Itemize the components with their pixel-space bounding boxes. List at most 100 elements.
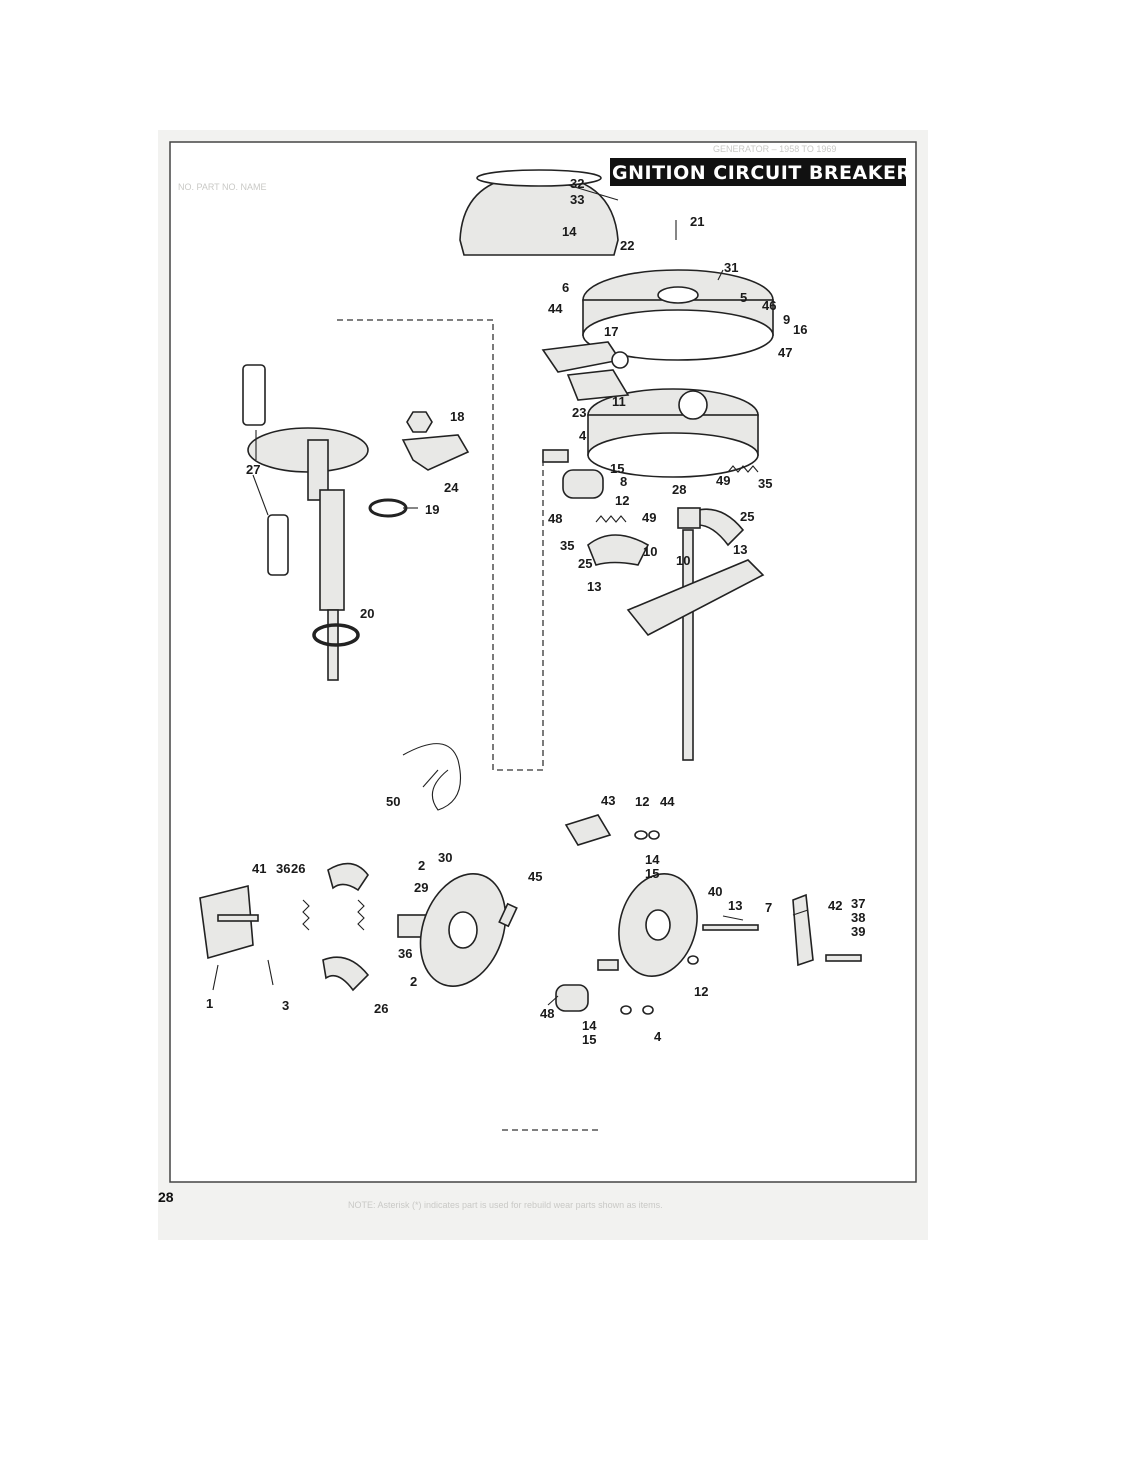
callout-6: 6 [562,280,569,295]
weight-lower [322,956,370,992]
callout-1: 1 [206,996,213,1011]
callout-23: 23 [572,405,586,420]
cam [677,507,701,529]
callout-27: 27 [246,462,260,477]
gasket [312,623,360,647]
scanned-page: GENERATOR – 1958 TO 1969 NO. PART NO. NA… [158,130,928,1240]
callout-13: 13 [733,542,747,557]
callout-20: 20 [360,606,374,621]
screw-7 [702,924,759,931]
main-shaft [682,529,694,761]
callout-15: 15 [582,1032,596,1047]
callout-14: 14 [582,1018,597,1033]
contact-set [564,814,612,846]
nut [406,411,433,433]
exploded-parts-diagram: GENERATOR – 1958 TO 1969 NO. PART NO. NA… [158,141,917,1210]
callout-2: 2 [410,974,417,989]
advance-weight-right [697,508,745,547]
ghost-columns: NO. PART NO. NAME [178,182,267,192]
weight-base-plate [626,559,765,637]
footer-note: NOTE: Asterisk (*) indicates part is use… [348,1200,663,1210]
callout-4: 4 [579,428,587,443]
callout-10: 10 [676,553,690,568]
callout-8: 8 [620,474,627,489]
callout-45: 45 [528,869,542,884]
callout-25: 25 [578,556,592,571]
callout-42: 42 [828,898,842,913]
screw-39 [825,954,862,962]
advance-spring-left [595,515,627,523]
spring-b [357,899,365,931]
callout-2: 2 [418,858,425,873]
callout-labels: 32 33 21 14 22 6 31 5 46 9 16 44 17 47 2… [206,176,865,1047]
breaker-housing-top [582,269,774,361]
shaft-plate [199,884,254,960]
contact-points-assembly [541,341,630,401]
condenser [542,449,604,499]
callout-24: 24 [444,480,459,495]
callout-43: 43 [601,793,615,808]
callout-47: 47 [778,345,792,360]
washer-12 [634,830,648,840]
pin-shaft [217,914,259,922]
callout-9: 9 [783,312,790,327]
callout-7: 7 [765,900,772,915]
leader-lines [212,184,809,1006]
callout-46: 46 [762,298,776,313]
weight-upper [327,862,369,892]
callout-25: 25 [740,509,754,524]
callout-12: 12 [694,984,708,999]
callout-3: 3 [282,998,289,1013]
callout-28: 28 [672,482,686,497]
callout-16: 16 [793,322,807,337]
callout-36: 36 [398,946,412,961]
callout-17: 17 [604,324,618,339]
lever [792,893,814,967]
callout-33: 33 [570,192,584,207]
callout-26: 26 [374,1001,388,1016]
callout-13: 13 [587,579,601,594]
callout-26: 26 [291,861,305,876]
page-number: 28 [158,1189,174,1205]
callout-32: 32 [570,176,584,191]
advance-spring-right [727,465,759,473]
callout-22: 22 [620,238,634,253]
callout-36: 36 [276,861,290,876]
callout-14: 14 [562,224,577,239]
callout-39: 39 [851,924,865,939]
callout-44: 44 [548,301,563,316]
callout-15: 15 [645,866,659,881]
callout-35: 35 [560,538,574,553]
callout-12: 12 [615,493,629,508]
callout-29: 29 [414,880,428,895]
callout-11: 11 [612,394,626,409]
condenser-lower [555,984,589,1012]
callout-10: 10 [643,544,657,559]
callout-19: 19 [425,502,439,517]
callout-13: 13 [728,898,742,913]
callout-14: 14 [645,852,660,867]
ghost-header: GENERATOR – 1958 TO 1969 [713,144,836,154]
dashed-guide-left [333,319,544,771]
callout-49: 49 [642,510,656,525]
callout-48: 48 [540,1006,554,1021]
callout-38: 38 [851,910,865,925]
breaker-housing-lower [587,388,759,478]
ground-wire [402,743,462,811]
callout-30: 30 [438,850,452,865]
advance-weight-left [587,534,650,566]
page-title: IGNITION CIRCUIT BREAKER [604,162,911,184]
callout-40: 40 [708,884,722,899]
washer-44 [648,830,660,840]
clip [498,902,518,928]
callout-5: 5 [740,290,747,305]
callout-49: 49 [716,473,730,488]
callout-4: 4 [654,1029,662,1044]
callout-48: 48 [548,511,562,526]
callout-15: 15 [610,461,624,476]
callout-50: 50 [386,794,400,809]
distributor-cover [459,169,619,256]
callout-44: 44 [660,794,675,809]
callout-21: 21 [690,214,704,229]
title-banner [610,158,906,186]
